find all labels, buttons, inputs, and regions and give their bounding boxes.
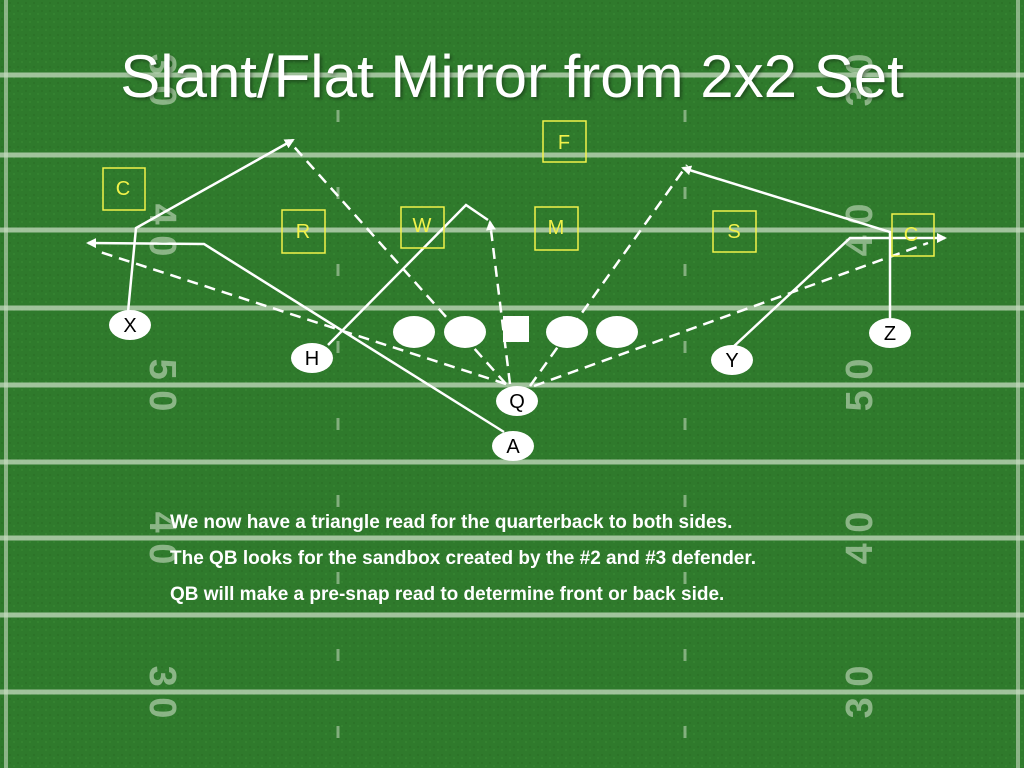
field-number-left: 3 0 bbox=[141, 54, 183, 107]
defender-label: M bbox=[548, 217, 565, 239]
defender-r: R bbox=[281, 209, 326, 254]
field-number-right: 4 0 bbox=[839, 204, 881, 257]
offensive-line bbox=[393, 316, 638, 348]
defender-label: C bbox=[904, 224, 918, 246]
lineman bbox=[596, 316, 638, 348]
field-number-right: 3 0 bbox=[839, 54, 881, 107]
player-label: Y bbox=[725, 350, 738, 372]
player-label: A bbox=[506, 436, 520, 458]
player-q: Q bbox=[496, 386, 538, 416]
defender-m: M bbox=[534, 206, 579, 251]
yard-lines bbox=[0, 72, 1024, 695]
field-number-left: 4 0 bbox=[141, 512, 183, 565]
field-numbers: 3 0 4 0 5 0 4 0 3 0 3 0 4 0 5 0 4 0 3 0 bbox=[141, 54, 881, 719]
field-number-right: 4 0 bbox=[839, 512, 881, 565]
note-item: The QB looks for the sandbox created by … bbox=[170, 548, 756, 569]
notes-list: We now have a triangle read for the quar… bbox=[170, 510, 960, 618]
route-x-slant bbox=[126, 138, 295, 313]
defender-c-right: C bbox=[891, 213, 935, 257]
defender-label: S bbox=[727, 221, 740, 243]
field-number-right: 3 0 bbox=[839, 666, 881, 719]
read-right-slant bbox=[528, 164, 689, 387]
player-label: X bbox=[123, 315, 136, 337]
defender-f: F bbox=[542, 120, 587, 163]
defender-label: R bbox=[296, 221, 310, 243]
read-center bbox=[486, 220, 512, 385]
field-number-right: 5 0 bbox=[839, 359, 881, 412]
center-square bbox=[503, 316, 529, 342]
defender-c-left: C bbox=[102, 167, 146, 211]
defenders: F C R W M S C bbox=[102, 120, 935, 257]
route-z-slant bbox=[681, 165, 892, 318]
player-z: Z bbox=[869, 318, 911, 348]
player-h: H bbox=[291, 343, 333, 373]
player-x: X bbox=[109, 310, 151, 340]
lineman bbox=[444, 316, 486, 348]
sidelines bbox=[4, 0, 1020, 768]
note-item: QB will make a pre-snap read to determin… bbox=[170, 584, 725, 605]
field-number-left: 5 0 bbox=[141, 359, 183, 412]
lineman bbox=[393, 316, 435, 348]
hash-marks bbox=[336, 110, 687, 738]
defender-label: F bbox=[558, 132, 570, 154]
route-h-slant bbox=[327, 203, 489, 346]
defender-label: W bbox=[413, 215, 432, 237]
defender-label: C bbox=[116, 178, 130, 200]
route-y-slant bbox=[731, 233, 947, 349]
player-label: Z bbox=[884, 323, 896, 345]
player-label: H bbox=[305, 348, 319, 370]
slide-title: Slant/Flat Mirror from 2x2 Set bbox=[120, 43, 904, 110]
field-number-left: 4 0 bbox=[141, 204, 183, 257]
offensive-players: X H Q A Y Z bbox=[109, 310, 911, 461]
lineman bbox=[546, 316, 588, 348]
player-label: Q bbox=[509, 391, 525, 413]
note-item: We now have a triangle read for the quar… bbox=[170, 512, 733, 533]
defender-s: S bbox=[712, 210, 757, 253]
defender-w: W bbox=[400, 206, 445, 249]
route-a-flat bbox=[86, 238, 505, 434]
read-right-flat bbox=[533, 241, 929, 388]
solid-routes bbox=[86, 138, 947, 434]
player-y: Y bbox=[711, 345, 753, 375]
player-a: A bbox=[492, 431, 534, 461]
field-number-left: 3 0 bbox=[141, 666, 183, 719]
